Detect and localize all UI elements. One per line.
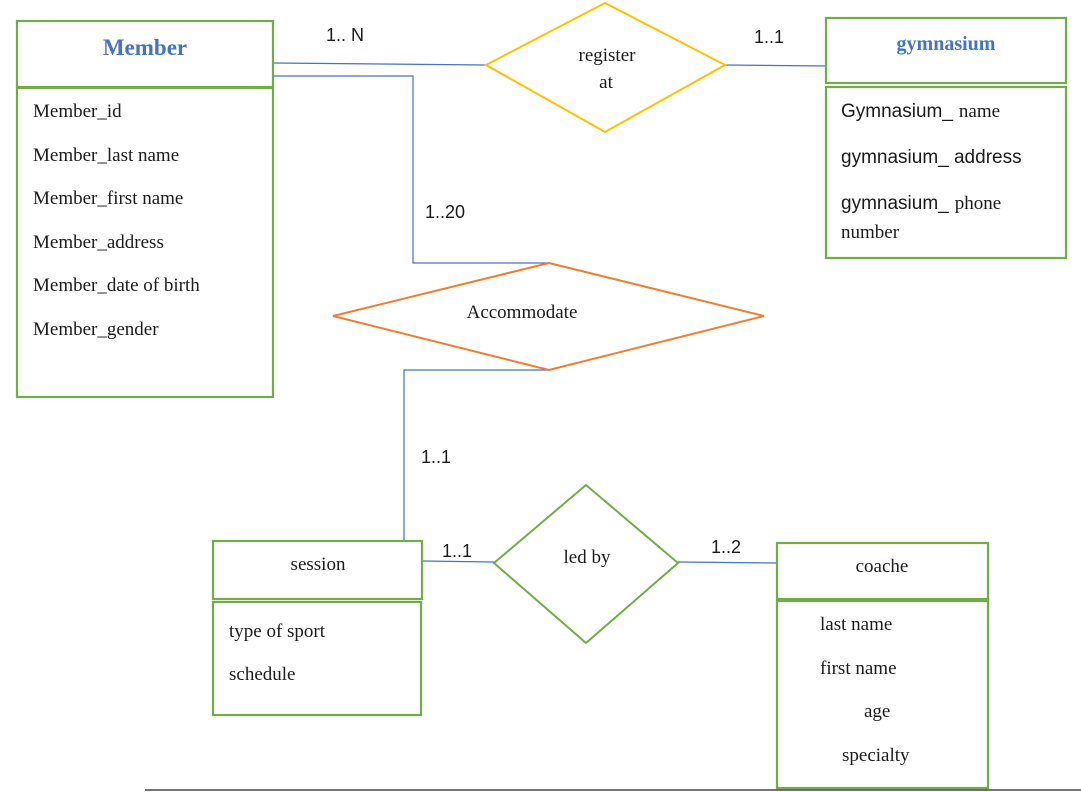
accommodate-label: Accommodate xyxy=(467,302,578,323)
accommodate-relationship[interactable]: Accommodate xyxy=(332,261,765,372)
connector-member-accommodate xyxy=(274,75,549,264)
gymnasium-attributes-box xyxy=(824,85,1068,260)
register-at-label-line1: register xyxy=(579,45,637,66)
register-at-diamond xyxy=(483,1,728,134)
session-title-box xyxy=(211,539,424,601)
accommodate-diamond xyxy=(332,261,765,372)
register-at-label-line2: at xyxy=(599,72,613,93)
member-attr-date-of-birth: Member_date of birth xyxy=(33,275,200,296)
connector-accommodate-session xyxy=(254,369,549,542)
member-attr-gender: Member_gender xyxy=(33,319,159,340)
gymnasium-attr-name-prefix: Gymnasium_ xyxy=(841,101,953,122)
member-attr-last-name: Member_last name xyxy=(33,145,179,166)
member-attributes-box xyxy=(15,86,275,399)
coache-title-box xyxy=(775,541,990,601)
session-title: session xyxy=(291,554,346,575)
session-entity[interactable]: session type of sport schedule xyxy=(211,539,424,717)
connector-register-gymnasium xyxy=(724,64,829,67)
member-title-box xyxy=(15,19,275,89)
cardinality-gymnasium-register: 1..1 xyxy=(754,27,784,47)
coache-attr-age: age xyxy=(864,701,890,722)
session-attributes-box xyxy=(211,600,423,717)
coache-attr-first-name: first name xyxy=(820,658,897,679)
connector-member-register xyxy=(273,62,487,66)
coache-attr-last-name: last name xyxy=(820,614,892,635)
led-by-relationship[interactable]: led by xyxy=(492,483,680,645)
cardinality-coache-ledby: 1..2 xyxy=(711,537,741,557)
gymnasium-attr-phone-number: number xyxy=(841,222,900,243)
led-by-label: led by xyxy=(564,547,611,568)
cardinality-session-ledby: 1..1 xyxy=(442,541,472,561)
member-attr-id: Member_id xyxy=(33,101,122,122)
member-title: Member xyxy=(103,35,187,60)
gymnasium-entity[interactable]: gymnasium Gymnasium_ name gymnasium_ addr… xyxy=(824,16,1068,260)
member-attr-first-name: Member_first name xyxy=(33,188,183,209)
led-by-diamond xyxy=(492,483,680,645)
cardinality-member-register: 1.. N xyxy=(326,25,364,45)
gymnasium-attr-address: gymnasium_ address xyxy=(841,147,1022,168)
gymnasium-attr-phone-suffix: phone xyxy=(955,193,1001,214)
coache-title: coache xyxy=(856,556,909,577)
register-at-relationship[interactable]: register at xyxy=(483,1,728,134)
gymnasium-title-box xyxy=(824,16,1068,85)
coache-attributes-box xyxy=(775,599,990,790)
connector-session-ledby xyxy=(421,560,495,563)
session-attr-schedule: schedule xyxy=(229,664,295,685)
cardinality-member-accommodate: 1..20 xyxy=(425,202,465,222)
cardinality-session-accommodate: 1..1 xyxy=(421,447,451,467)
gymnasium-attr-phone: gymnasium_ phone xyxy=(841,193,1001,214)
member-attr-address: Member_address xyxy=(33,232,164,253)
coache-entity[interactable]: coache last name first name age specialt… xyxy=(775,541,990,790)
coache-attr-specialty: specialty xyxy=(842,745,910,766)
gymnasium-attr-phone-prefix: gymnasium_ xyxy=(841,193,949,214)
connector-ledby-coache xyxy=(677,561,777,564)
gymnasium-title: gymnasium xyxy=(897,33,996,55)
gymnasium-attr-name: Gymnasium_ name xyxy=(841,101,1000,122)
session-attr-type-of-sport: type of sport xyxy=(229,621,326,642)
gymnasium-attr-name-suffix: name xyxy=(959,101,1000,122)
member-entity[interactable]: Member Member_id Member_last name Member… xyxy=(15,19,275,399)
